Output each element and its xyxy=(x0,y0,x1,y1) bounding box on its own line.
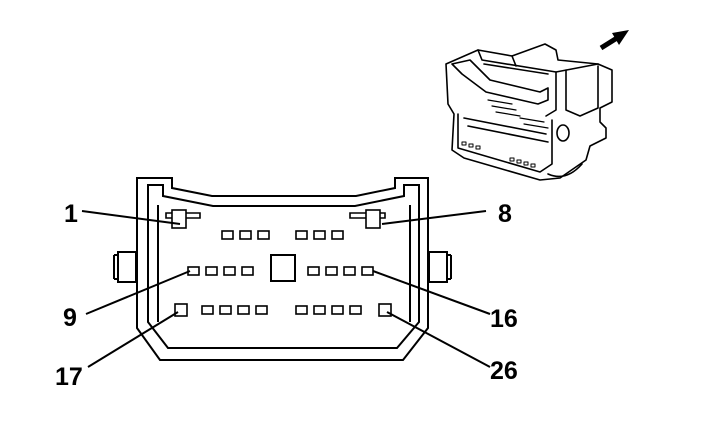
pin-cavity-row3-17 xyxy=(174,303,188,317)
pin-cavity-row1-2 xyxy=(221,230,234,240)
leader-line-pin-8 xyxy=(381,210,487,225)
pin-cavity-row3-19 xyxy=(219,305,232,315)
pin-label-26: 26 xyxy=(490,357,518,385)
pin-cavity-row3-25 xyxy=(349,305,362,315)
pin-cavity-row1-7 xyxy=(331,230,344,240)
connector-face xyxy=(113,177,452,361)
leader-lines xyxy=(81,210,491,368)
pin-label-1: 1 xyxy=(64,200,78,228)
pin-cavity-row1-3 xyxy=(239,230,252,240)
pin-cavity-row3-22 xyxy=(295,305,308,315)
pin-cavity-row1-4 xyxy=(257,230,270,240)
pin-cavity-row2-11 xyxy=(223,266,236,276)
pin-cavity-row3-18 xyxy=(201,305,214,315)
pin-label-8: 8 xyxy=(498,200,512,228)
connector-face-outer xyxy=(136,177,429,361)
leader-line-pin-16 xyxy=(372,270,491,315)
leader-line-pin-1 xyxy=(81,210,181,225)
center-key xyxy=(270,254,296,282)
connector-face-inner xyxy=(147,184,420,349)
pin-cavity-row2-14 xyxy=(325,266,338,276)
leader-line-pin-9 xyxy=(85,270,191,315)
pin-cavity-row2-10 xyxy=(205,266,218,276)
pin-cavity-row2-12 xyxy=(241,266,254,276)
right-latch-tab xyxy=(428,251,448,283)
pin-cavity-row2-15 xyxy=(343,266,356,276)
leader-line-pin-26 xyxy=(386,311,491,368)
pin-label-16: 16 xyxy=(490,305,518,333)
pin-cavity-row2-13 xyxy=(307,266,320,276)
connector-3d-latch xyxy=(451,59,549,105)
pin-cavity-row3-20 xyxy=(237,305,250,315)
pin-label-9: 9 xyxy=(63,304,77,332)
arrow-icon xyxy=(599,30,629,51)
pin-cavity-row1-6 xyxy=(313,230,326,240)
pin-cavity-row1-5 xyxy=(295,230,308,240)
pin-cavity-row3-23 xyxy=(313,305,326,315)
left-latch-tab xyxy=(117,251,137,283)
pin-cavity-row3-21 xyxy=(255,305,268,315)
pin-label-17: 17 xyxy=(55,363,83,391)
leader-line-pin-17 xyxy=(87,311,179,368)
pin-cavity-row2-16 xyxy=(361,266,374,276)
connector-3d-view xyxy=(445,43,613,181)
pin-cavity-row3-24 xyxy=(331,305,344,315)
pin-cavities xyxy=(174,230,392,317)
